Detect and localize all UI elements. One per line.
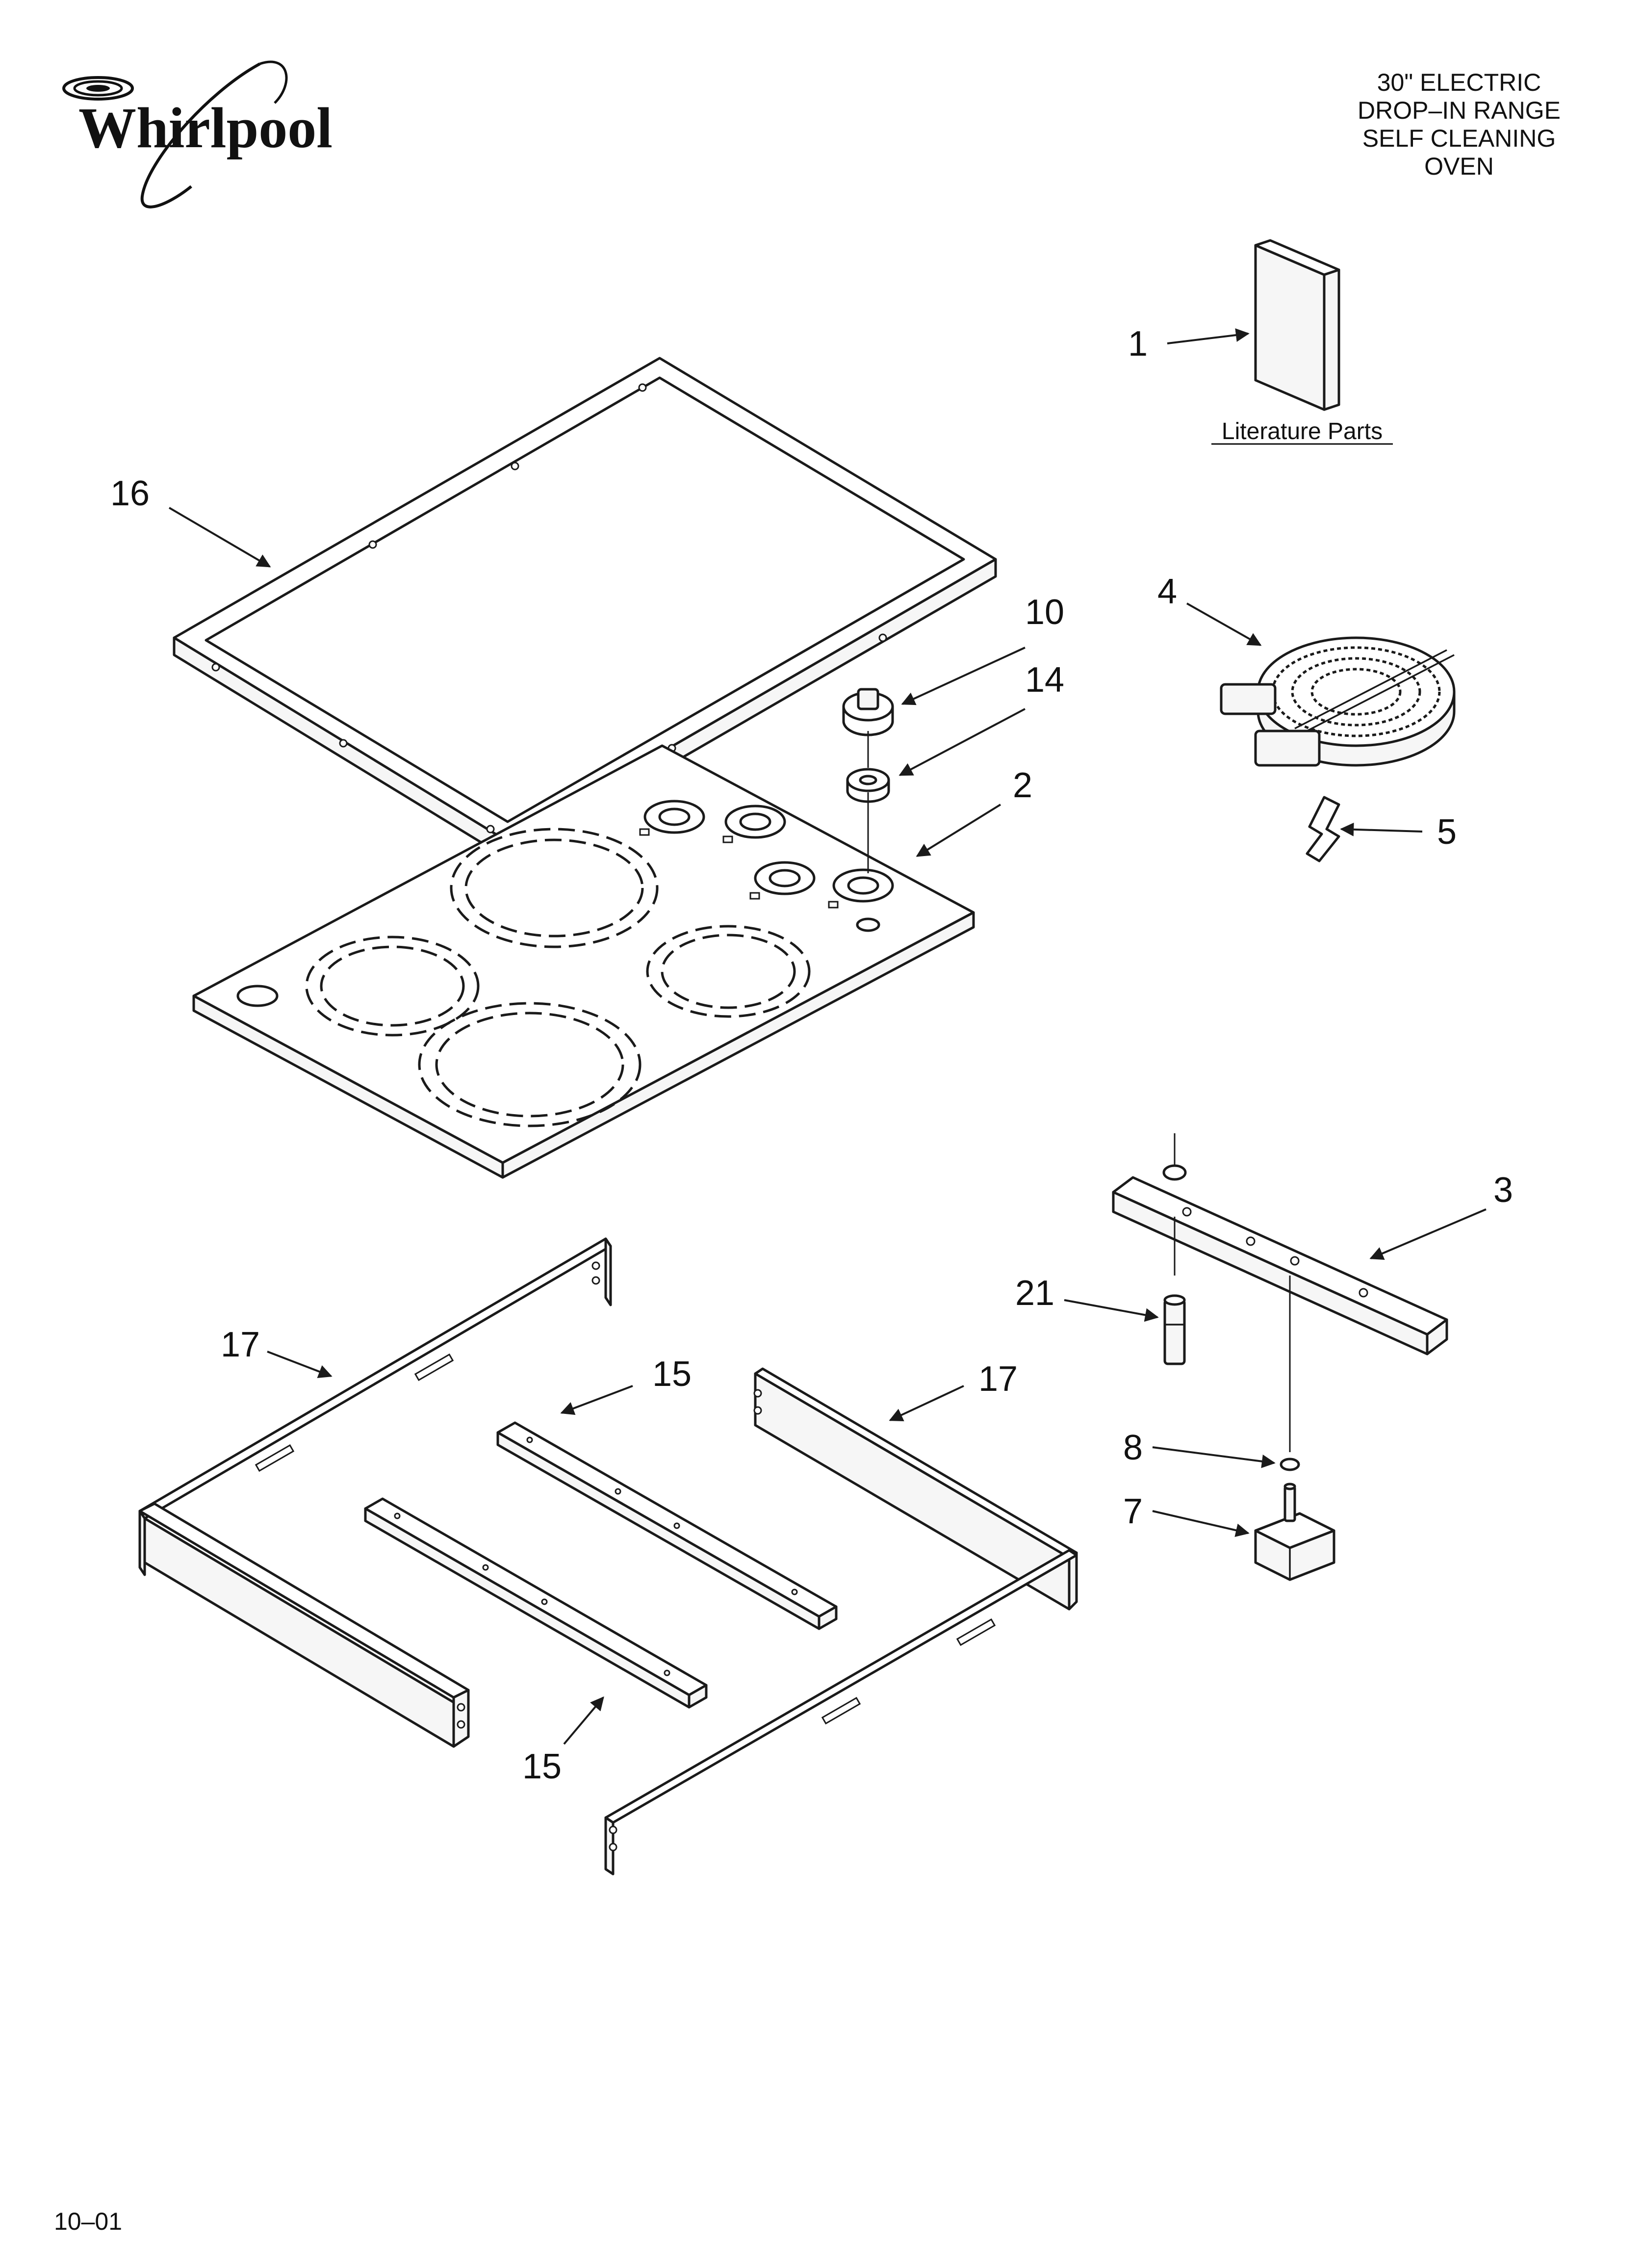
part-7-switch: 7	[1123, 1483, 1335, 1581]
part-16-cooktop-frame: 16	[110, 357, 997, 860]
part-14-bezel: 14	[846, 660, 1064, 873]
brand-name: Whirlpool	[78, 96, 333, 160]
title-line-4: OVEN	[1424, 153, 1494, 180]
title-line-1: 30" ELECTRIC	[1377, 69, 1541, 96]
callout-17-right: 17	[978, 1359, 1018, 1399]
part-4-radiant-element: 4	[1157, 572, 1456, 767]
part-5-clip: 5	[1306, 796, 1457, 862]
part-1-literature: 1 Literature Parts	[1128, 239, 1393, 445]
literature-label: Literature Parts	[1222, 418, 1383, 444]
part-2-glass-cooktop: 2	[192, 744, 1032, 1179]
callout-15-bottom: 15	[522, 1747, 562, 1786]
callout-5: 5	[1437, 812, 1457, 852]
part-15-top-brace: 15	[496, 1355, 838, 1630]
part-3-control-bracket: 3	[1112, 1133, 1513, 1452]
callout-16: 16	[110, 474, 150, 513]
callout-2: 2	[1013, 766, 1032, 805]
whirlpool-logo: Whirlpool	[62, 60, 333, 209]
callout-21: 21	[1015, 1274, 1054, 1313]
callout-15-top: 15	[652, 1355, 692, 1394]
swirl-icon	[62, 60, 288, 209]
footer-code: 10–01	[54, 2208, 122, 2235]
part-8-washer: 8	[1123, 1428, 1300, 1471]
callout-8: 8	[1123, 1428, 1143, 1467]
part-10-knob: 10	[842, 593, 1064, 736]
callout-4: 4	[1157, 572, 1177, 611]
part-21-standoff: 21	[1015, 1274, 1186, 1365]
part-17-right-rail: 17	[604, 1359, 1078, 1876]
document-title: 30" ELECTRIC DROP–IN RANGE SELF CLEANING…	[1358, 69, 1561, 180]
title-line-3: SELF CLEANING	[1362, 125, 1556, 152]
title-line-2: DROP–IN RANGE	[1358, 97, 1561, 124]
callout-17-left: 17	[221, 1325, 260, 1364]
callout-1: 1	[1128, 324, 1148, 364]
callout-10: 10	[1025, 593, 1064, 632]
part-17-left-rail: 17	[138, 1237, 612, 1748]
callout-7: 7	[1123, 1492, 1143, 1531]
part-15-bottom-brace: 15	[364, 1497, 708, 1786]
callout-14: 14	[1025, 660, 1064, 700]
callout-3: 3	[1493, 1171, 1513, 1210]
